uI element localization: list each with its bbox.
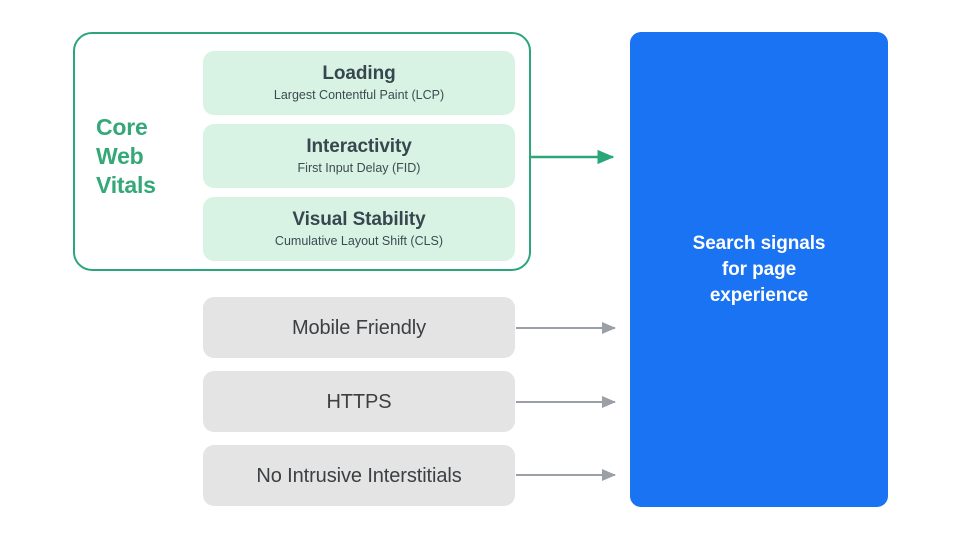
signal-card-no-intrusive-interstitials: No Intrusive Interstitials bbox=[203, 445, 515, 506]
signal-card-mobile-friendly: Mobile Friendly bbox=[203, 297, 515, 358]
vital-subtitle: First Input Delay (FID) bbox=[297, 161, 421, 175]
vital-subtitle: Largest Contentful Paint (LCP) bbox=[273, 88, 445, 102]
signal-card-https: HTTPS bbox=[203, 371, 515, 432]
signal-label: HTTPS bbox=[326, 390, 392, 413]
signal-label: Mobile Friendly bbox=[291, 316, 427, 339]
signal-label: No Intrusive Interstitials bbox=[256, 464, 462, 487]
vital-subtitle: Cumulative Layout Shift (CLS) bbox=[274, 234, 444, 248]
vital-card-visual-stability: Visual Stability Cumulative Layout Shift… bbox=[203, 197, 515, 261]
outcome-label: Search signals for page experience bbox=[692, 232, 826, 306]
vital-title: Loading bbox=[322, 63, 396, 84]
vital-card-loading: Loading Largest Contentful Paint (LCP) bbox=[203, 51, 515, 115]
outcome-panel: Search signals for page experience bbox=[630, 32, 888, 507]
core-web-vitals-label: Core Web Vitals bbox=[96, 114, 156, 198]
vital-card-interactivity: Interactivity First Input Delay (FID) bbox=[203, 124, 515, 188]
vital-title: Visual Stability bbox=[292, 209, 426, 230]
vital-title: Interactivity bbox=[306, 136, 412, 157]
